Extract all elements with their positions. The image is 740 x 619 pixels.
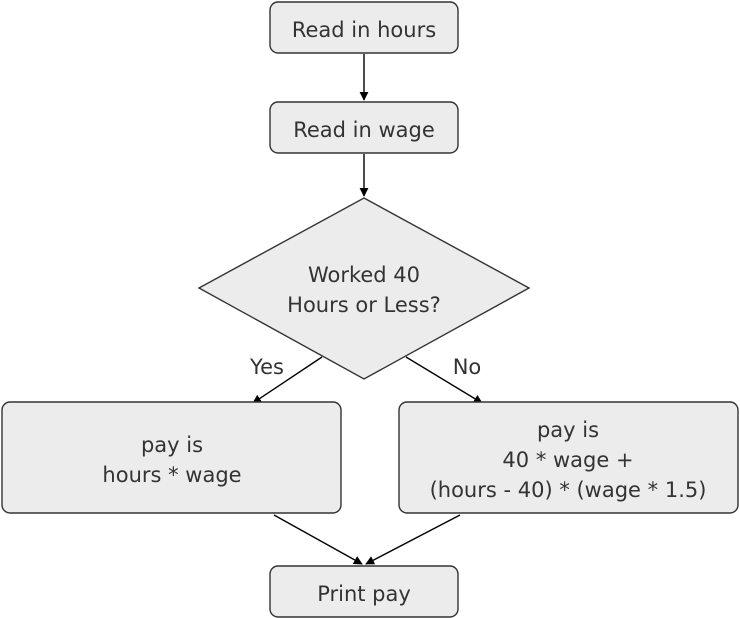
edge-decision-no [405,356,483,404]
node-print-pay-label: Print pay [317,582,411,606]
node-pay-no-line-1: pay is [537,418,599,442]
node-pay-yes-line-2: hours * wage [102,463,241,487]
node-pay-yes-line-1: pay is [141,433,203,457]
node-decision: Worked 40 Hours or Less? [197,197,531,380]
node-read-wage-box [269,101,459,154]
node-decision-diamond [197,197,531,380]
edge-label-no: No [453,355,482,379]
node-print-pay: Print pay [269,565,459,618]
edge-decision-yes [252,356,323,404]
node-read-wage-label: Read in wage [293,118,435,142]
node-read-hours-box [269,1,459,54]
node-pay-no-line-3: (hours - 40) * (wage * 1.5) [430,478,707,502]
node-decision-line-1: Worked 40 [308,263,420,287]
edge-label-yes: Yes [249,355,284,379]
node-pay-yes: pay is hours * wage [1,401,342,514]
node-read-hours-label: Read in hours [292,18,436,42]
edge-pay-yes-to-print [273,514,363,565]
edge-pay-no-to-print [365,514,461,565]
node-pay-yes-box [1,401,342,514]
node-decision-line-2: Hours or Less? [287,293,441,317]
node-pay-no: pay is 40 * wage + (hours - 40) * (wage … [398,401,739,514]
node-pay-no-line-2: 40 * wage + [502,448,633,472]
node-read-hours: Read in hours [269,1,459,54]
node-print-pay-box [269,565,459,618]
node-read-wage: Read in wage [269,101,459,154]
node-pay-no-box [398,401,739,514]
